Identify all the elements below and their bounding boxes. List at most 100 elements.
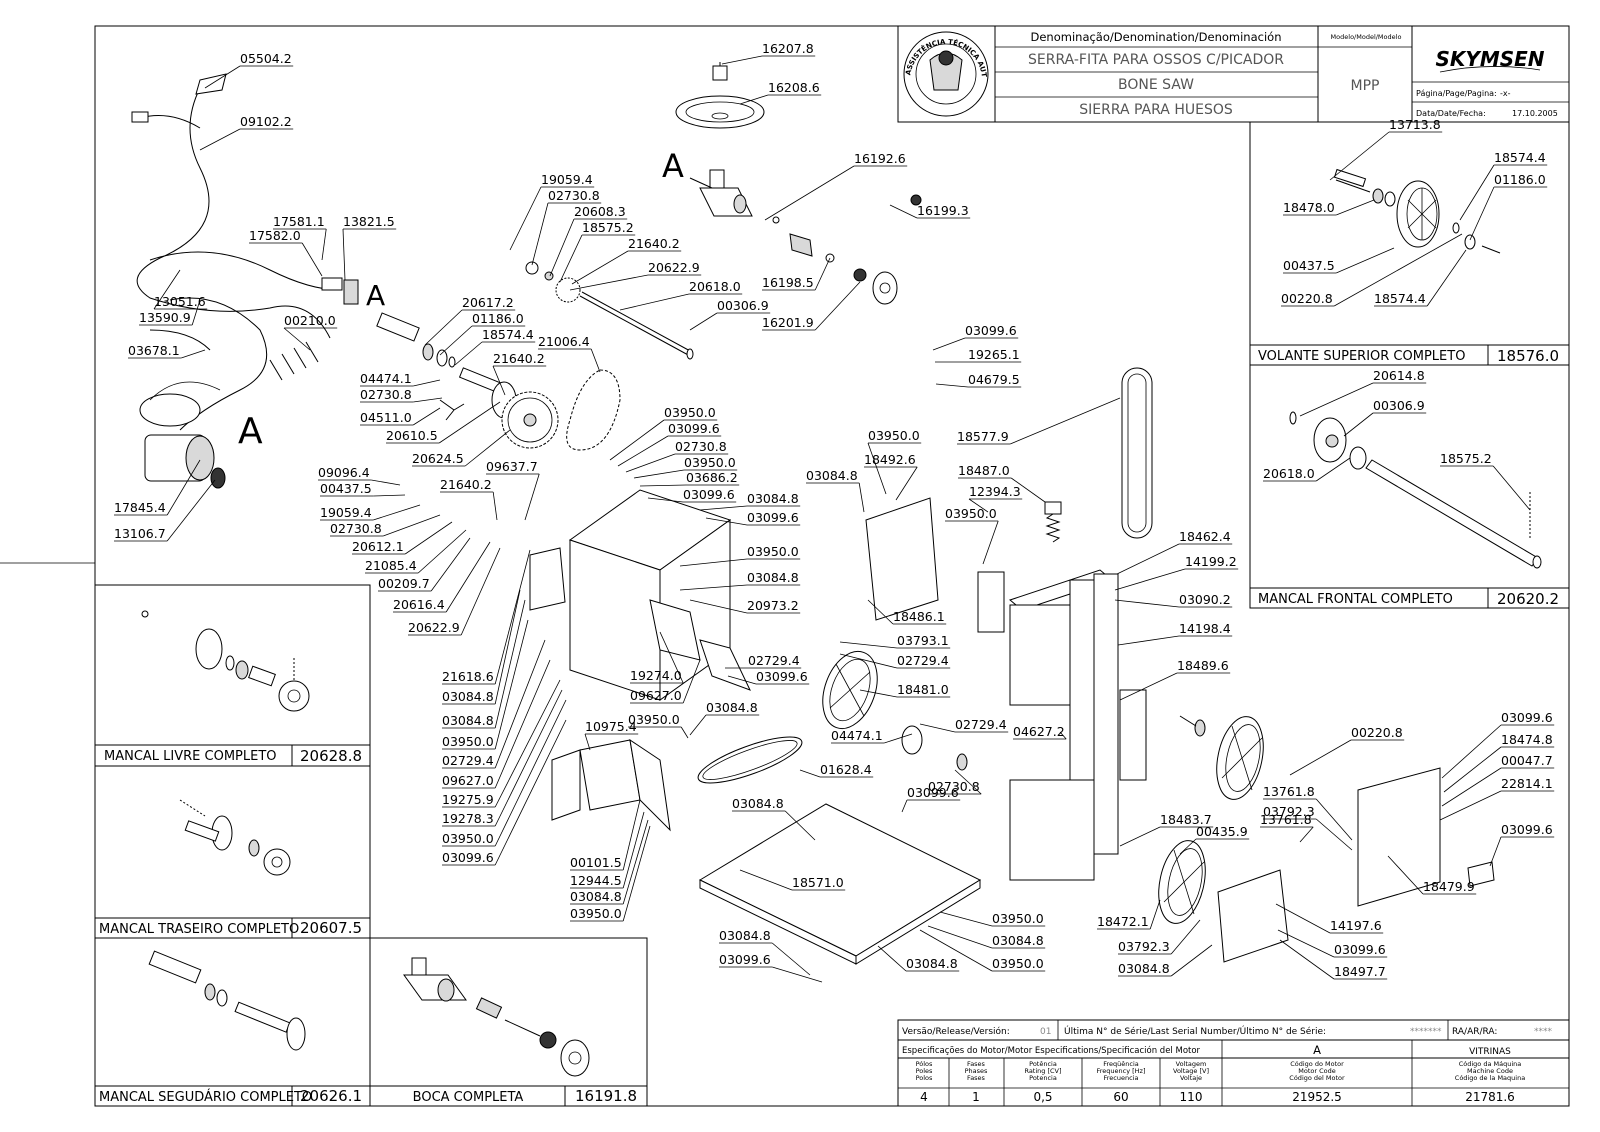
part-callouts: 05504.209102.217581.117582.013821.513051… (114, 41, 1555, 983)
part-label: 20614.8 (1373, 368, 1425, 383)
part-label: 02730.8 (548, 188, 600, 203)
part-label: 03793.1 (897, 633, 949, 648)
part-label: 04474.1 (360, 371, 412, 386)
part-label: 03950.0 (684, 455, 736, 470)
leader-line (639, 484, 687, 487)
motor-col-header: Motor Code (1298, 1067, 1336, 1075)
part-label: 20622.9 (648, 260, 700, 275)
leader-line (1170, 919, 1201, 955)
subassembly-code: 18576.0 (1497, 347, 1559, 365)
part-label: 03084.8 (442, 689, 494, 704)
leader-line (799, 769, 821, 778)
leader-line (1439, 790, 1502, 821)
part-label: 13713.8 (1389, 117, 1441, 132)
date-value: 17.10.2005 (1512, 109, 1558, 118)
subassembly-name: MANCAL FRONTAL COMPLETO (1258, 592, 1453, 607)
part-label: 03084.8 (1118, 961, 1170, 976)
part-label: 21640.2 (440, 477, 492, 492)
leader-line (682, 659, 701, 704)
part-label: 18479.9 (1423, 879, 1475, 894)
motor-col-header: Código da Máquina (1459, 1060, 1522, 1068)
blade-guard (1217, 869, 1289, 963)
leader-line (1299, 826, 1314, 843)
part-label: 00220.8 (1281, 291, 1333, 306)
part-label: 18489.6 (1177, 658, 1229, 673)
plug (131, 111, 149, 123)
part-label: 00210.0 (284, 313, 336, 328)
part-label: 04627.2 (1013, 724, 1065, 739)
part-label: 18571.0 (792, 875, 844, 890)
leader-line (1117, 635, 1180, 646)
seal-text: ASSISTÊNCIA TÉCNICA AUTORIZADA (0, 0, 988, 78)
leader-line (412, 407, 441, 426)
part-label: 19059.4 (541, 172, 593, 187)
leader-line (1279, 939, 1335, 980)
serial-label: Última N° de Série/Last Serial Number/Úl… (1064, 1025, 1326, 1037)
leader-line (609, 419, 665, 461)
leader-line (727, 675, 757, 685)
leader-line (839, 653, 898, 669)
leader-line (705, 517, 748, 526)
leader-line (625, 453, 676, 473)
panel-mancal-traseiro: MANCAL TRASEIRO COMPLETO 20607.5 (94, 765, 371, 939)
motor-col-header: Potência (1029, 1060, 1057, 1068)
key (439, 399, 465, 421)
subassembly-name: VOLANTE SUPERIOR COMPLETO (1258, 349, 1465, 364)
leader-line (439, 325, 473, 356)
part-label: 02730.8 (675, 439, 727, 454)
grinder-ring (872, 271, 898, 305)
part-label: 12944.5 (570, 873, 622, 888)
part-label: 19059.4 (320, 505, 372, 520)
motor-col-header: Pólos (916, 1060, 933, 1068)
leader-line (1441, 767, 1502, 807)
part-label: 16201.9 (762, 315, 814, 330)
switch (343, 279, 359, 305)
leader-line (571, 250, 629, 285)
leader-line (494, 589, 521, 705)
view-marker: A (662, 147, 684, 185)
motor-col-header: Rating [CV] (1024, 1067, 1061, 1075)
brand-logo: SKYMSEN (1435, 47, 1544, 71)
leader-line (679, 584, 748, 591)
motor-col-value: 0,5 (1033, 1090, 1052, 1104)
leader-line (764, 165, 855, 221)
part-label: 00220.8 (1351, 725, 1403, 740)
leader-line (1329, 131, 1390, 181)
part-label: 18472.1 (1097, 914, 1149, 929)
leader-line (373, 494, 406, 497)
part-label: 03950.0 (628, 712, 680, 727)
leader-line (383, 514, 441, 537)
part-label: 09102.2 (240, 114, 292, 129)
subassembly-code: 20607.5 (300, 919, 362, 937)
power-cable (136, 87, 331, 339)
part-label: 18575.2 (1440, 451, 1492, 466)
version-value: 01 (1040, 1027, 1051, 1037)
worm-screw (789, 233, 813, 257)
part-label: 09627.0 (442, 773, 494, 788)
motor-letter: A (1313, 1043, 1321, 1057)
leader-line (1010, 477, 1046, 503)
part-label: 03950.0 (570, 906, 622, 921)
leader-line (181, 349, 206, 359)
saw-blade (1121, 367, 1153, 539)
leader-line (1119, 672, 1178, 701)
leader-line (424, 309, 463, 346)
leader-line (494, 639, 546, 769)
leader-line (932, 337, 966, 351)
leader-line (321, 228, 327, 261)
motor-col-header: Machine Code (1467, 1067, 1513, 1075)
part-label: 18574.4 (1494, 150, 1546, 165)
authorized-assistance-seal: ASSISTÊNCIA TÉCNICA AUTORIZADA (0, 0, 989, 117)
ra-value: **** (1534, 1027, 1553, 1037)
part-label: 20622.9 (408, 620, 460, 635)
leader-line (1277, 929, 1335, 958)
part-label: 02729.4 (955, 717, 1007, 732)
part-label: 21640.2 (628, 236, 680, 251)
part-label: 03950.0 (664, 405, 716, 420)
part-label: 16198.5 (762, 275, 814, 290)
leader-line (739, 869, 793, 891)
leader-line (464, 429, 511, 467)
part-label: 03084.8 (806, 468, 858, 483)
leader-line (584, 733, 591, 751)
leader-line (413, 379, 441, 387)
